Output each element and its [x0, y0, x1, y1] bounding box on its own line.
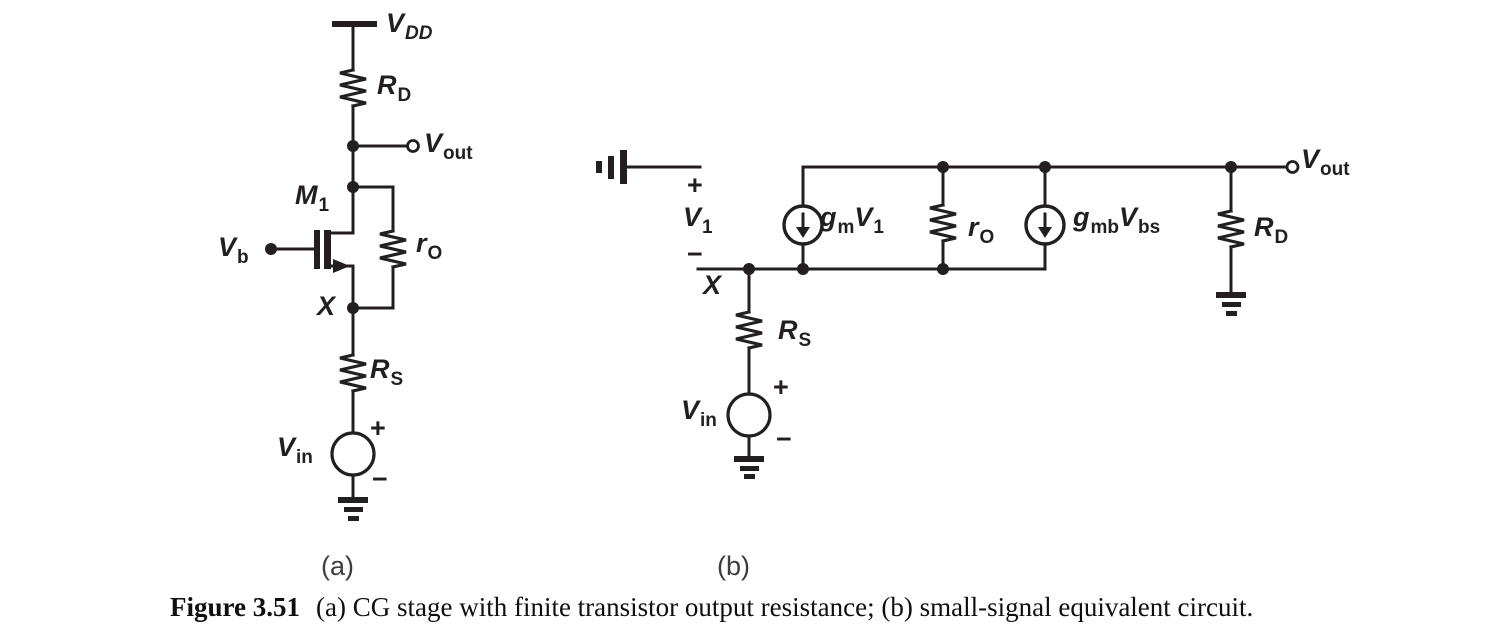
plus-sign-vin-a: + — [370, 413, 386, 443]
vout-terminal-b — [1285, 160, 1300, 174]
circuit-a-schematic — [265, 21, 420, 521]
figure-caption-number: Figure 3.51 — [170, 592, 300, 622]
label-vin-a: Vin — [277, 432, 313, 468]
figure-caption: Figure 3.51 (a) CG stage with finite tran… — [170, 592, 1253, 623]
ground-icon-rotated — [596, 150, 627, 184]
label-ro-b: rO — [968, 212, 995, 248]
panel-label-a: (a) — [321, 551, 354, 581]
ground-icon — [1216, 292, 1246, 316]
figure-caption-text: (a) CG stage with finite transistor outp… — [316, 592, 1254, 622]
mosfet-gate-bar — [314, 230, 320, 269]
label-vdd-a: VDD — [386, 8, 433, 44]
label-rs-b: RS — [778, 315, 812, 351]
label-rd-b: RD — [1254, 212, 1289, 248]
mosfet-source-arrow — [333, 259, 350, 273]
wire — [351, 185, 395, 233]
plus-sign-v1: + — [687, 170, 703, 200]
label-node-x-b: X — [703, 270, 722, 300]
label-m1: M1 — [295, 180, 330, 216]
junction-dot — [347, 140, 359, 152]
ground-icon — [734, 456, 764, 479]
resistor-rd-a — [339, 68, 367, 108]
label-ro-a: rO — [416, 228, 443, 264]
current-source-gmb-vbs — [1024, 165, 1066, 271]
plus-sign-vin-b: + — [773, 372, 789, 402]
ground-icon — [338, 497, 368, 521]
wire — [351, 265, 395, 310]
label-rs-a: RS — [370, 354, 404, 390]
label-vin-b: Vin — [681, 395, 717, 431]
label-vout-b: Vout — [1301, 144, 1350, 180]
circuit-b-schematic — [596, 150, 1300, 479]
resistor-ro-b — [929, 203, 957, 243]
label-vout-a: Vout — [424, 128, 473, 164]
vout-terminal-a — [406, 139, 420, 153]
label-vb: Vb — [218, 232, 249, 268]
resistor-ro-a — [379, 229, 407, 269]
minus-sign-vin-b: − — [776, 424, 792, 454]
minus-sign-v1: − — [687, 239, 703, 269]
vin-source-circle-b — [726, 392, 772, 438]
panel-label-b: (b) — [717, 551, 750, 581]
label-rd-a: RD — [377, 70, 412, 106]
vdd-rail-bar — [332, 21, 377, 27]
mosfet-channel-bar — [324, 230, 331, 269]
label-gmb-vbs: gmbVbs — [1073, 202, 1161, 238]
resistor-rs-a — [339, 353, 367, 393]
junction-dots — [743, 161, 1237, 275]
resistor-rs-b — [735, 310, 763, 350]
vin-source-circle-a — [330, 431, 376, 477]
label-node-x-a: X — [317, 291, 336, 321]
minus-sign-vin-a: − — [372, 464, 388, 494]
label-gm-v1: gmV1 — [820, 202, 884, 238]
current-source-gm-v1 — [782, 165, 824, 271]
mosfet-m1 — [265, 230, 355, 310]
label-v1: V1 — [683, 202, 713, 238]
resistor-rd-b — [1217, 209, 1245, 249]
